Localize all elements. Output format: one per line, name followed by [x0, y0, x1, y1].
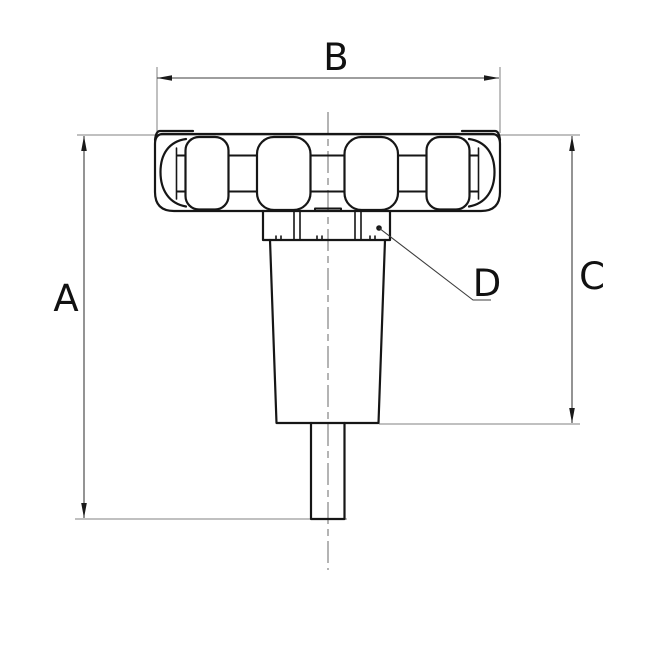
dimension-c-label: C	[579, 255, 605, 298]
center-boss-step	[314, 207, 342, 212]
dimension-c: C	[569, 136, 605, 423]
dimension-a: A	[53, 136, 87, 518]
tapered-body	[268, 238, 387, 425]
dimension-b: B	[157, 36, 499, 81]
leader-d: D	[376, 225, 501, 305]
hub-chamfer-ticks	[275, 235, 376, 241]
knob-rim-cap-left	[153, 129, 195, 142]
threaded-stud	[309, 421, 346, 521]
dimension-b-label: B	[323, 36, 348, 79]
hub-insert-lines	[293, 211, 362, 240]
dimension-d-label: D	[473, 262, 502, 305]
dimension-b-arrow-left	[157, 75, 172, 81]
knob-rim-cap-right	[460, 129, 502, 142]
knob-hub	[261, 209, 392, 242]
dimension-c-arrow-bottom	[569, 408, 575, 423]
lobe-edge-left	[159, 137, 188, 208]
lobe-4	[425, 135, 471, 211]
leader-d-line	[378, 227, 491, 301]
dimension-a-arrow-top	[81, 136, 87, 151]
dimension-a-arrow-bottom	[81, 503, 87, 518]
lobe-waist-lines	[176, 154, 479, 193]
dimension-c-arrow-top	[569, 136, 575, 151]
knob-lobes	[159, 135, 496, 212]
lobe-edge-right	[467, 137, 496, 208]
dimension-a-label: A	[53, 277, 78, 320]
lobe-3	[343, 135, 400, 212]
hub-outline	[261, 209, 392, 242]
lobe-1	[184, 135, 230, 211]
dimension-b-arrow-right	[484, 75, 499, 81]
lobe-2	[255, 135, 312, 212]
knob-outline	[153, 129, 502, 213]
